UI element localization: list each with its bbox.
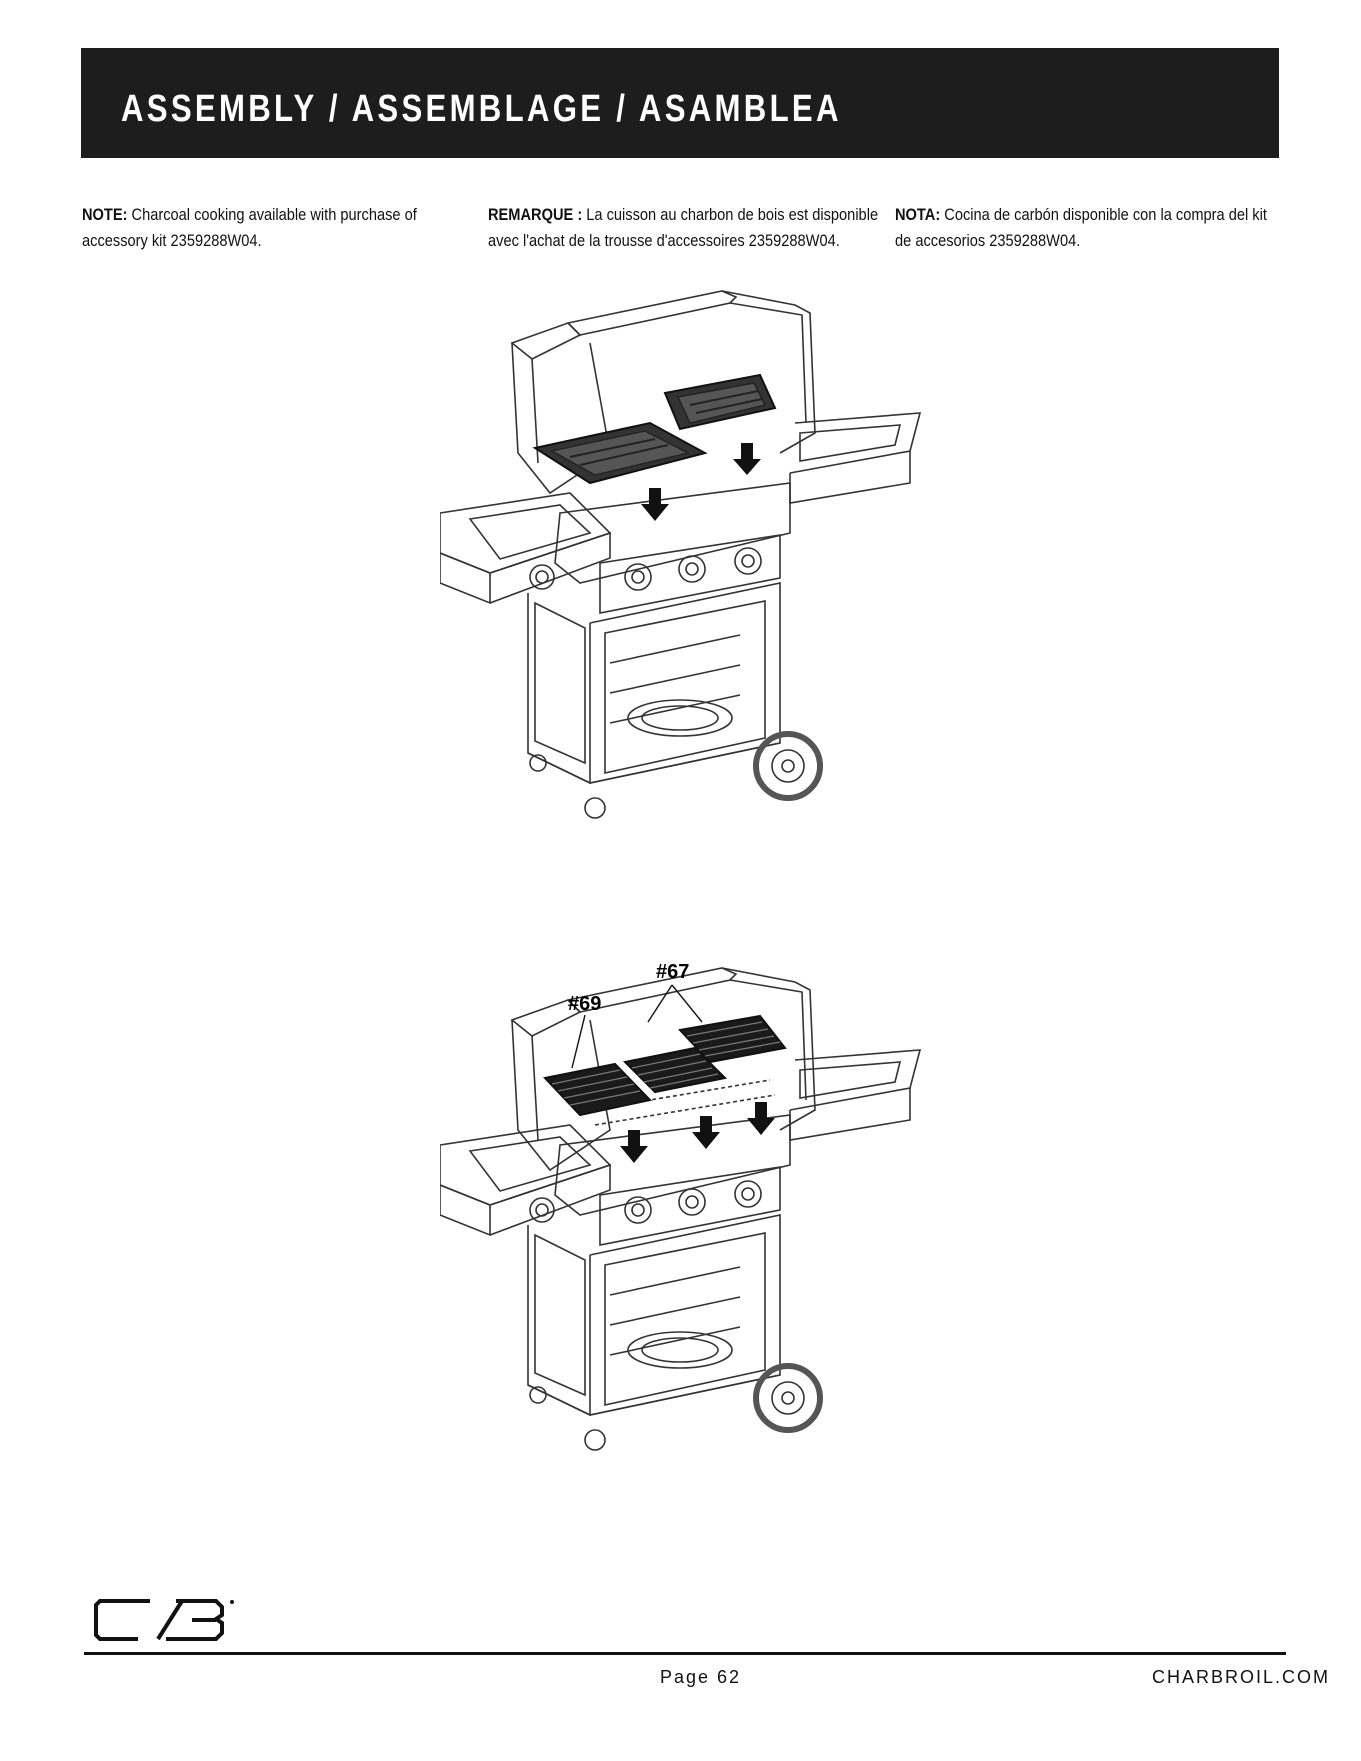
page-header: ASSEMBLY / ASSEMBLAGE / ASAMBLEA bbox=[81, 48, 1279, 158]
cb-logo-icon bbox=[94, 1599, 234, 1641]
footer-rule bbox=[84, 1652, 1286, 1655]
note-spanish-text: Cocina de carbón disponible con la compr… bbox=[895, 205, 1267, 250]
callout-part-67: #67 bbox=[656, 961, 689, 983]
note-french-label: REMARQUE : bbox=[488, 205, 583, 224]
note-english-text: Charcoal cooking available with purchase… bbox=[82, 205, 417, 250]
note-spanish: NOTA: Cocina de carbón disponible con la… bbox=[895, 202, 1278, 254]
grill-charcoal-tray-diagram bbox=[440, 290, 922, 819]
note-french: REMARQUE : La cuisson au charbon de bois… bbox=[488, 202, 879, 254]
note-spanish-label: NOTA: bbox=[895, 205, 941, 224]
grill-cooking-grates-diagram: #69 #67 bbox=[440, 961, 922, 1451]
note-english: NOTE: Charcoal cooking available with pu… bbox=[82, 202, 460, 254]
page-number: Page 62 bbox=[660, 1667, 742, 1687]
page-title: ASSEMBLY / ASSEMBLAGE / ASAMBLEA bbox=[121, 88, 842, 130]
website-url: CHARBROIL.COM bbox=[1152, 1667, 1331, 1687]
callout-part-69: #69 bbox=[568, 993, 601, 1015]
note-english-label: NOTE: bbox=[82, 205, 128, 224]
note-french-text: La cuisson au charbon de bois est dispon… bbox=[488, 205, 879, 250]
